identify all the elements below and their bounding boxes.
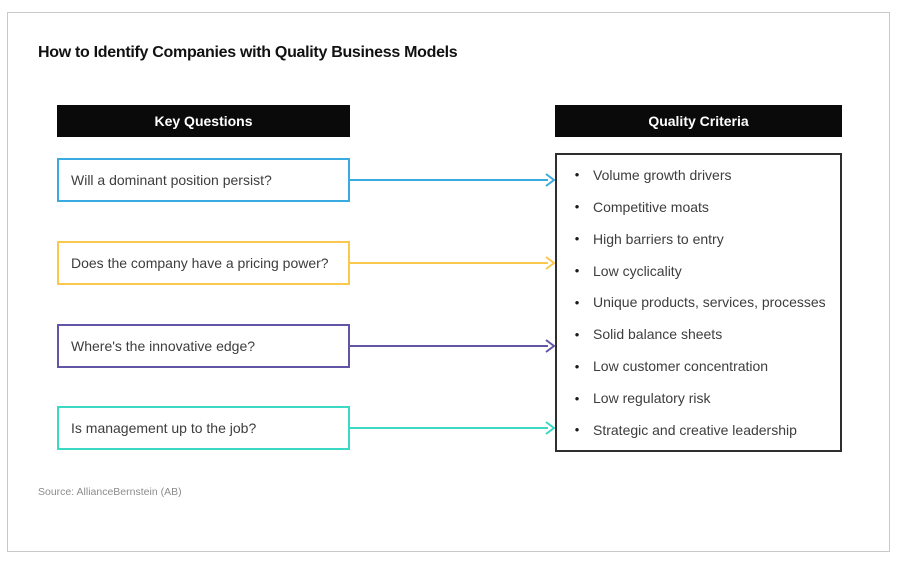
bullet-icon: • (574, 390, 580, 406)
quality-criteria-header: Quality Criteria (555, 105, 842, 137)
criteria-item-label: High barriers to entry (593, 230, 724, 247)
criteria-box: • Volume growth drivers • Competitive moat… (555, 153, 842, 452)
question-box-management: Is management up to the job? (57, 406, 350, 450)
bullet-icon: • (574, 199, 580, 215)
bullet-icon: • (574, 167, 580, 183)
question-label: Where's the innovative edge? (71, 338, 256, 354)
criteria-item-label: Competitive moats (593, 198, 709, 215)
source-note: Source: AllianceBernstein (AB) (38, 486, 182, 498)
criteria-item-label: Low customer concentration (593, 358, 769, 375)
question-box-dominant-position: Will a dominant position persist? (57, 158, 350, 202)
question-label: Is management up to the job? (71, 420, 257, 436)
criteria-item-label: Volume growth drivers (593, 166, 732, 183)
criteria-item-label: Strategic and creative leadership (593, 421, 797, 438)
connector-arrow-1 (350, 173, 555, 187)
list-item: • Competitive moats (557, 199, 840, 215)
criteria-item-label: Unique products, services, processes (593, 294, 826, 311)
question-label: Does the company have a pricing power? (71, 255, 329, 271)
arrow-right-icon (350, 173, 555, 187)
criteria-item-label: Low regulatory risk (593, 390, 711, 407)
list-item: • High barriers to entry (557, 231, 840, 247)
criteria-list: • Volume growth drivers • Competitive moat… (557, 155, 840, 450)
list-item: • Strategic and creative leadership (557, 422, 840, 438)
connector-arrow-4 (350, 421, 555, 435)
key-questions-header: Key Questions (57, 105, 350, 137)
bullet-icon: • (574, 263, 580, 279)
list-item: • Unique products, services, processes (557, 294, 840, 310)
arrow-right-icon (350, 256, 555, 270)
bullet-icon: • (574, 422, 580, 438)
question-box-innovative-edge: Where's the innovative edge? (57, 324, 350, 368)
arrow-right-icon (350, 421, 555, 435)
question-box-pricing-power: Does the company have a pricing power? (57, 241, 350, 285)
bullet-icon: • (574, 231, 580, 247)
list-item: • Solid balance sheets (557, 326, 840, 342)
quality-criteria-header-label: Quality Criteria (648, 113, 749, 129)
bullet-icon: • (574, 294, 580, 310)
criteria-item-label: Solid balance sheets (593, 326, 723, 343)
bullet-icon: • (574, 358, 580, 374)
page-title: How to Identify Companies with Quality B… (38, 44, 458, 61)
list-item: • Low customer concentration (557, 358, 840, 374)
connector-arrow-3 (350, 339, 555, 353)
criteria-item-label: Low cyclicality (593, 262, 682, 279)
key-questions-header-label: Key Questions (154, 113, 253, 129)
connector-arrow-2 (350, 256, 555, 270)
list-item: • Low cyclicality (557, 263, 840, 279)
list-item: • Volume growth drivers (557, 167, 840, 183)
arrow-right-icon (350, 339, 555, 353)
list-item: • Low regulatory risk (557, 390, 840, 406)
bullet-icon: • (574, 326, 580, 342)
question-label: Will a dominant position persist? (71, 172, 272, 188)
